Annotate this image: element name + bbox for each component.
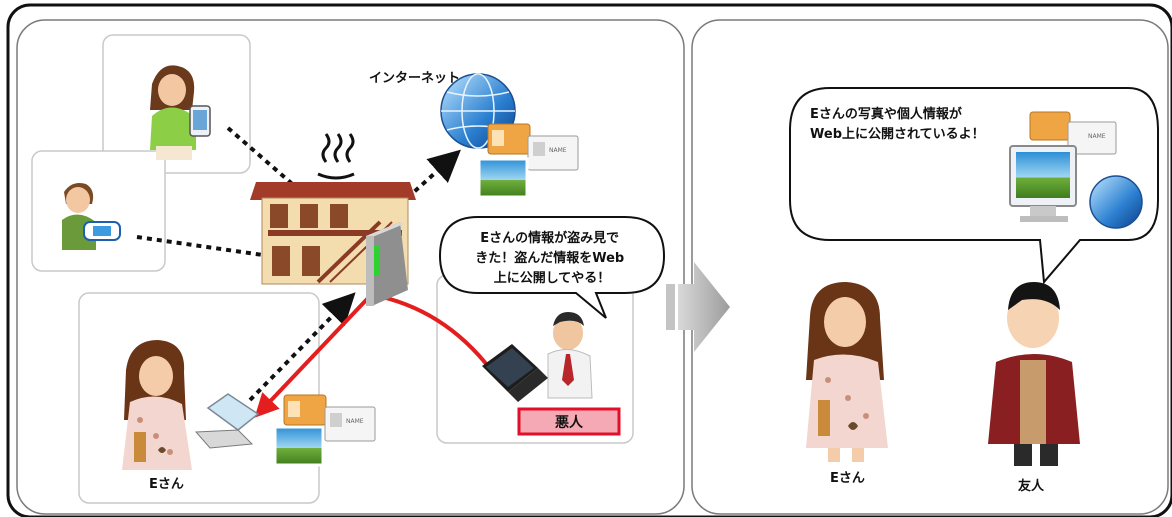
attacker-speech-text: Eさんの情報が盗み見で きた！盗んだ情報をWeb 上に公開してやる！ (475, 230, 629, 286)
victim-data-items: NAME (273, 394, 376, 467)
friend-speech-text: Eさんの写真や個人情報が Web上に公開されているよ！ (810, 106, 985, 142)
attacker-speech-bubble (438, 216, 666, 319)
name-card-icon (1067, 121, 1117, 155)
id-card-icon (1029, 111, 1071, 141)
photo-icon (477, 157, 529, 199)
friend-person (988, 282, 1080, 466)
attacker-speech-line-2: きた！盗んだ情報をWeb (475, 250, 624, 266)
onsen-steam-icon (321, 133, 355, 163)
victim-to-router-line (248, 292, 356, 402)
inn-roof (250, 182, 416, 200)
internet-data-items: NAME (477, 123, 579, 199)
friend-speech-line-2: Web上に公開されているよ！ (810, 127, 985, 142)
name-card-text: NAME (549, 147, 567, 154)
victim-person (122, 340, 192, 470)
bad-person-label-box (517, 407, 621, 436)
globe-icon (1089, 175, 1143, 229)
internet-label: インターネット (369, 71, 460, 86)
photo-icon (273, 425, 325, 467)
friend-label: 友人 (1018, 478, 1045, 494)
bad-person-label: 悪人 (555, 414, 584, 431)
victim-laptop-icon (194, 393, 260, 449)
e-san-label-right: Eさん (830, 471, 865, 486)
attacker-speech-line-1: Eさんの情報が盗み見で (480, 230, 619, 246)
published-data-items: NAME (1009, 111, 1143, 229)
game-user-person (62, 183, 121, 250)
attacker-person (547, 312, 593, 399)
attacker-laptop-icon (482, 344, 548, 402)
tablet-user-person (150, 65, 211, 160)
e-san-person-right (806, 282, 888, 462)
game-user-box (31, 150, 166, 272)
victim-box (78, 292, 320, 504)
transition-arrow-icon (666, 262, 730, 352)
router-to-victim-line (254, 294, 372, 418)
router-device (366, 222, 408, 306)
attacker-speech-line-3: 上に公開してやる！ (494, 271, 611, 286)
victim-name-label: Eさん (149, 477, 184, 492)
name-card-text: NAME (346, 418, 364, 425)
name-card-text: NAME (1088, 133, 1106, 140)
friend-speech-line-1: Eさんの写真や個人情報が (810, 106, 962, 122)
